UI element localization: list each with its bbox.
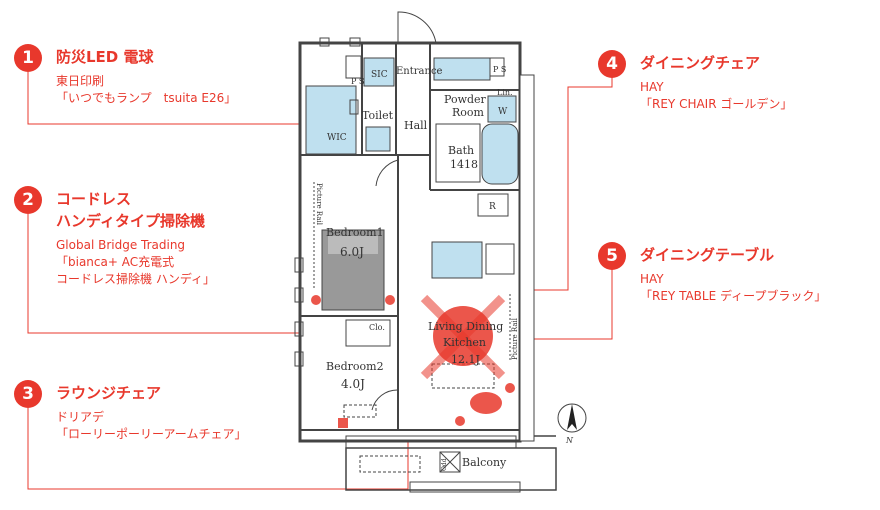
ps-label-2: P S <box>493 65 506 74</box>
lin-label: Lin. <box>497 88 513 97</box>
callout-product-1: 「いつでもランプ tsuita E26」 <box>56 91 237 105</box>
ldk-size-label: 12.1J <box>451 353 480 366</box>
closet-label: Clo. <box>369 323 385 332</box>
callout-title-1: 防災LED 電球 <box>56 48 154 66</box>
callout-title-4: ダイニングチェア <box>640 54 761 72</box>
callout-number-1: 1 <box>14 44 42 72</box>
powder-label-2: Room <box>452 106 485 119</box>
callout-product-2b: コードレス掃除機 ハンディ」 <box>56 272 215 286</box>
ldk-label-2: Kitchen <box>443 336 486 349</box>
callout-product-4: 「REY CHAIR ゴールデン」 <box>640 97 793 111</box>
bedroom1-size-label: 6.0J <box>340 245 364 259</box>
ps-label-1: P S <box>351 77 364 86</box>
toilet-label: Toilet <box>362 109 394 122</box>
callout-maker-3: ドリアデ <box>56 410 105 424</box>
callout-maker-4: HAY <box>640 80 664 94</box>
north-label: N <box>565 436 574 445</box>
bath-size-label: 1418 <box>450 158 478 171</box>
callout-number-4: 4 <box>598 50 626 78</box>
callout-number-3: 3 <box>14 380 42 408</box>
callout-number-5: 5 <box>598 242 626 270</box>
washer-label: W <box>498 107 508 117</box>
bedroom2-label: Bedroom2 <box>326 360 384 373</box>
callout-title-3: ラウンジチェア <box>56 384 162 402</box>
odd-label: Odd <box>441 458 448 471</box>
fridge-label: R <box>489 202 496 212</box>
bedroom2-size-label: 4.0J <box>341 377 365 391</box>
bedroom1-label: Bedroom1 <box>326 226 384 239</box>
bath-label: Bath <box>448 144 474 157</box>
callout-title-5: ダイニングテーブル <box>640 246 775 264</box>
north-compass-icon <box>557 403 587 433</box>
callout-product-2a: 「bianca+ AC充電式 <box>56 255 175 269</box>
balcony-label: Balcony <box>462 456 507 469</box>
sic-label: SIC <box>371 70 388 80</box>
wic-label: WIC <box>327 133 347 143</box>
callout-maker-1: 東日印刷 <box>56 74 105 88</box>
callout-product-5: 「REY TABLE ディープブラック」 <box>640 289 827 303</box>
picture-rail-label-2: Picture Rail <box>511 317 519 360</box>
picture-rail-label-1: Picture Rail <box>315 183 323 226</box>
ldk-label-1: Living Dining <box>428 320 503 333</box>
callout-maker-5: HAY <box>640 272 664 286</box>
callout-title-2a: コードレス <box>56 190 132 208</box>
powder-label-1: Powder <box>444 93 487 106</box>
callout-product-3: 「ローリーポーリーアームチェア」 <box>56 427 247 441</box>
entrance-label: Entrance <box>396 66 443 77</box>
hall-label: Hall <box>404 119 428 132</box>
callout-title-2b: ハンディタイプ掃除機 <box>56 212 205 230</box>
callout-number-2: 2 <box>14 186 42 214</box>
callout-maker-2: Global Bridge Trading <box>56 238 186 252</box>
